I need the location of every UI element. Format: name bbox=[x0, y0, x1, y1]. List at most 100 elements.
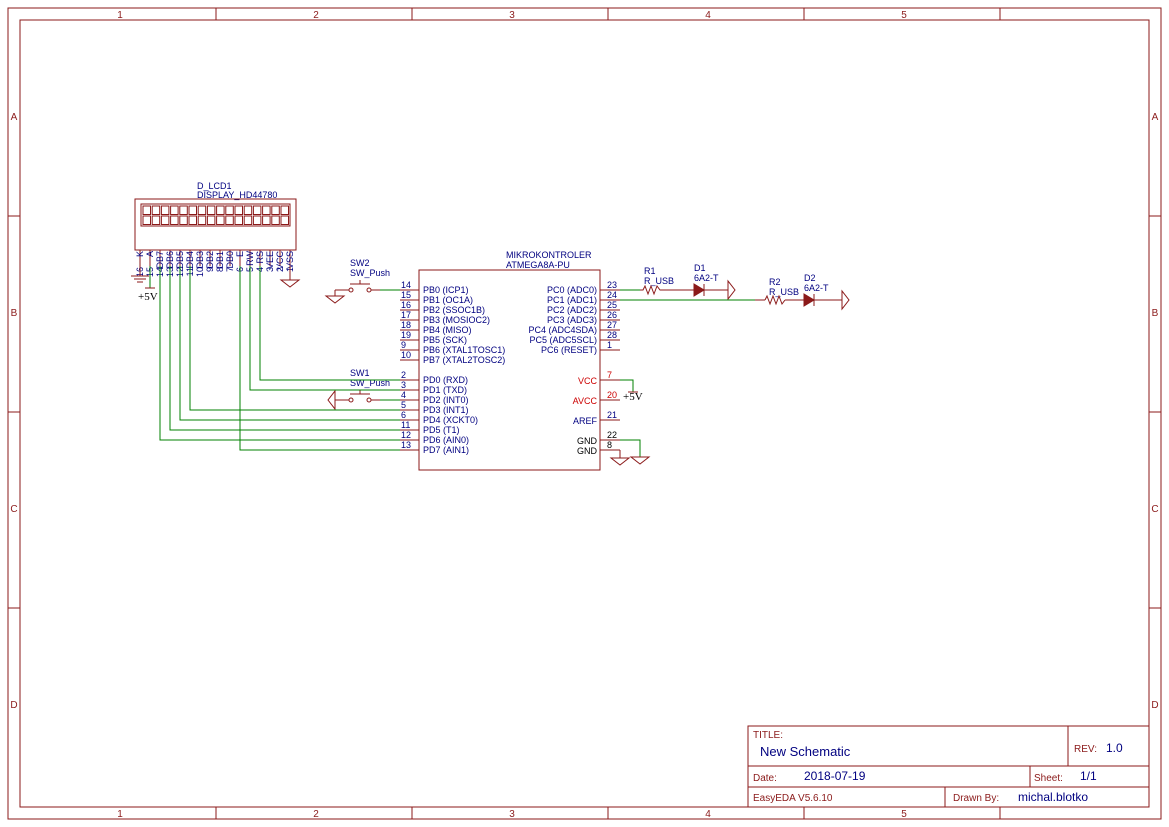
row-label-right: D bbox=[1151, 700, 1158, 711]
row-label-left: D bbox=[10, 700, 17, 711]
col-label-top: 3 bbox=[509, 10, 515, 21]
drawn-by-value: michal.blotko bbox=[1018, 790, 1088, 804]
col-label-top: 1 bbox=[117, 10, 123, 21]
lcd-char-cell bbox=[243, 205, 253, 215]
sw1-ref: SW1 bbox=[350, 368, 370, 378]
mcu-pin-number: 13 bbox=[401, 440, 411, 450]
lcd-pin-name: VCC bbox=[275, 251, 285, 271]
mcu-pin-name: PC1 (ADC1) bbox=[547, 295, 597, 305]
row-label-left: B bbox=[11, 308, 18, 319]
mcu-pin-number: 14 bbox=[401, 280, 411, 290]
sheet-label: Sheet: bbox=[1034, 773, 1063, 784]
mcu-vcc-num: 7 bbox=[607, 370, 612, 380]
title-block: TITLE: New Schematic REV: 1.0 Date: 2018… bbox=[747, 725, 1150, 808]
lcd-pin-number: 10 bbox=[195, 267, 205, 277]
r1-value: R_USB bbox=[644, 276, 674, 286]
mcu-pin-number: 23 bbox=[607, 280, 617, 290]
lcd-power-label: +5V bbox=[138, 291, 158, 303]
lcd-component[interactable]: D_LCD1 DISPLAY_HD44780 K16A15DB714DB613D… bbox=[131, 181, 301, 303]
col-label-bottom: 3 bbox=[509, 809, 515, 820]
d1-component[interactable]: D1 6A2-T bbox=[680, 263, 736, 301]
lcd-char-cell bbox=[160, 205, 170, 215]
mcu-gnd2-name: GND bbox=[577, 446, 598, 456]
rev-label: REV: bbox=[1074, 744, 1097, 755]
d2-component[interactable]: D2 6A2-T bbox=[803, 273, 850, 311]
mcu-pin-name: PB0 (ICP1) bbox=[423, 285, 469, 295]
lcd-pin-name: E bbox=[235, 251, 245, 257]
sw2-value: SW_Push bbox=[350, 268, 390, 278]
mcu-pin-number: 25 bbox=[607, 300, 617, 310]
lcd-pin-name: DB2 bbox=[205, 251, 215, 269]
row-label-right: A bbox=[1152, 112, 1159, 123]
mcu-pin-name: PB3 (MOSIOC2) bbox=[423, 315, 490, 325]
lcd-char-cell bbox=[151, 215, 161, 225]
lcd-char-cell bbox=[225, 215, 234, 225]
mcu-aref-num: 21 bbox=[607, 410, 617, 420]
mcu-pin-name: PD7 (AIN1) bbox=[423, 445, 469, 455]
lcd-char-cell bbox=[280, 205, 289, 215]
lcd-pin-name: RW bbox=[245, 251, 255, 266]
date-value: 2018-07-19 bbox=[804, 769, 866, 783]
mcu-avcc-name: AVCC bbox=[573, 396, 598, 406]
wires bbox=[159, 266, 755, 451]
col-label-bottom: 1 bbox=[117, 809, 123, 820]
sw1-component[interactable]: SW1 SW_Push bbox=[327, 368, 400, 411]
lcd-pin-name: VEE bbox=[265, 251, 275, 269]
mcu-pin-number: 9 bbox=[401, 340, 406, 350]
lcd-char-cell bbox=[206, 215, 216, 225]
mcu-ref: MIKROKONTROLER bbox=[506, 250, 592, 260]
mcu-body bbox=[418, 269, 601, 471]
r1-component[interactable]: R1 R_USB bbox=[640, 266, 680, 296]
lcd-pin-name: VSS bbox=[285, 251, 295, 269]
lcd-char-cell bbox=[234, 205, 243, 215]
r2-component[interactable]: R2 R_USB bbox=[755, 277, 804, 306]
mcu-pin-name: PC3 (ADC3) bbox=[547, 315, 597, 325]
lcd-pin-number: 7 bbox=[225, 267, 235, 272]
date-label: Date: bbox=[753, 773, 777, 784]
mcu-pin-name: PB2 (SSOC1B) bbox=[423, 305, 485, 315]
mcu-pin-number: 11 bbox=[401, 420, 410, 430]
mcu-value: ATMEGA8A-PU bbox=[506, 260, 570, 270]
lcd-pin-name: DB7 bbox=[155, 251, 165, 269]
lcd-char-cell bbox=[262, 205, 271, 215]
lcd-char-cell bbox=[234, 215, 243, 225]
mcu-pin-number: 17 bbox=[401, 310, 411, 320]
sw1-value: SW_Push bbox=[350, 378, 390, 388]
lcd-pin-name: K bbox=[135, 251, 145, 257]
lcd-char-cell bbox=[170, 215, 179, 225]
lcd-char-cell bbox=[271, 205, 280, 215]
lcd-pin-number: 9 bbox=[205, 267, 215, 272]
lcd-char-cell bbox=[197, 215, 207, 225]
sw2-component[interactable]: SW2 SW_Push bbox=[324, 258, 400, 304]
lcd-char-cell bbox=[252, 205, 262, 215]
title-label: TITLE: bbox=[753, 730, 783, 741]
lcd-char-cell bbox=[206, 205, 216, 215]
mcu-pin-name: PB6 (XTAL1TOSC1) bbox=[423, 345, 505, 355]
lcd-pin-name: DB4 bbox=[185, 251, 195, 269]
lcd-char-cell bbox=[197, 205, 207, 215]
mcu-pin-number: 1 bbox=[607, 340, 612, 350]
lcd-char-cell bbox=[252, 215, 262, 225]
lcd-char-cell bbox=[188, 215, 197, 225]
mcu-pin-number: 5 bbox=[401, 400, 406, 410]
lcd-pin-name: DB3 bbox=[195, 251, 205, 269]
mcu-pin-number: 19 bbox=[401, 330, 411, 340]
lcd-char-cell bbox=[160, 215, 170, 225]
row-label-right: B bbox=[1152, 308, 1159, 319]
mcu-pin-number: 6 bbox=[401, 410, 406, 420]
title-value: New Schematic bbox=[760, 744, 851, 759]
mcu-pin-name: PD0 (RXD) bbox=[423, 375, 468, 385]
lcd-char-cell bbox=[179, 205, 188, 215]
mcu-pin-name: PC6 (RESET) bbox=[541, 345, 597, 355]
lcd-char-cell bbox=[151, 205, 161, 215]
col-label-top: 4 bbox=[705, 10, 711, 21]
lcd-ref: D_LCD1 bbox=[197, 181, 232, 191]
sheet-value: 1/1 bbox=[1080, 769, 1097, 783]
lcd-char-cell bbox=[142, 215, 151, 225]
mcu-pin-name: PD5 (T1) bbox=[423, 425, 460, 435]
col-label-top: 5 bbox=[901, 10, 907, 21]
lcd-char-cell bbox=[179, 215, 188, 225]
